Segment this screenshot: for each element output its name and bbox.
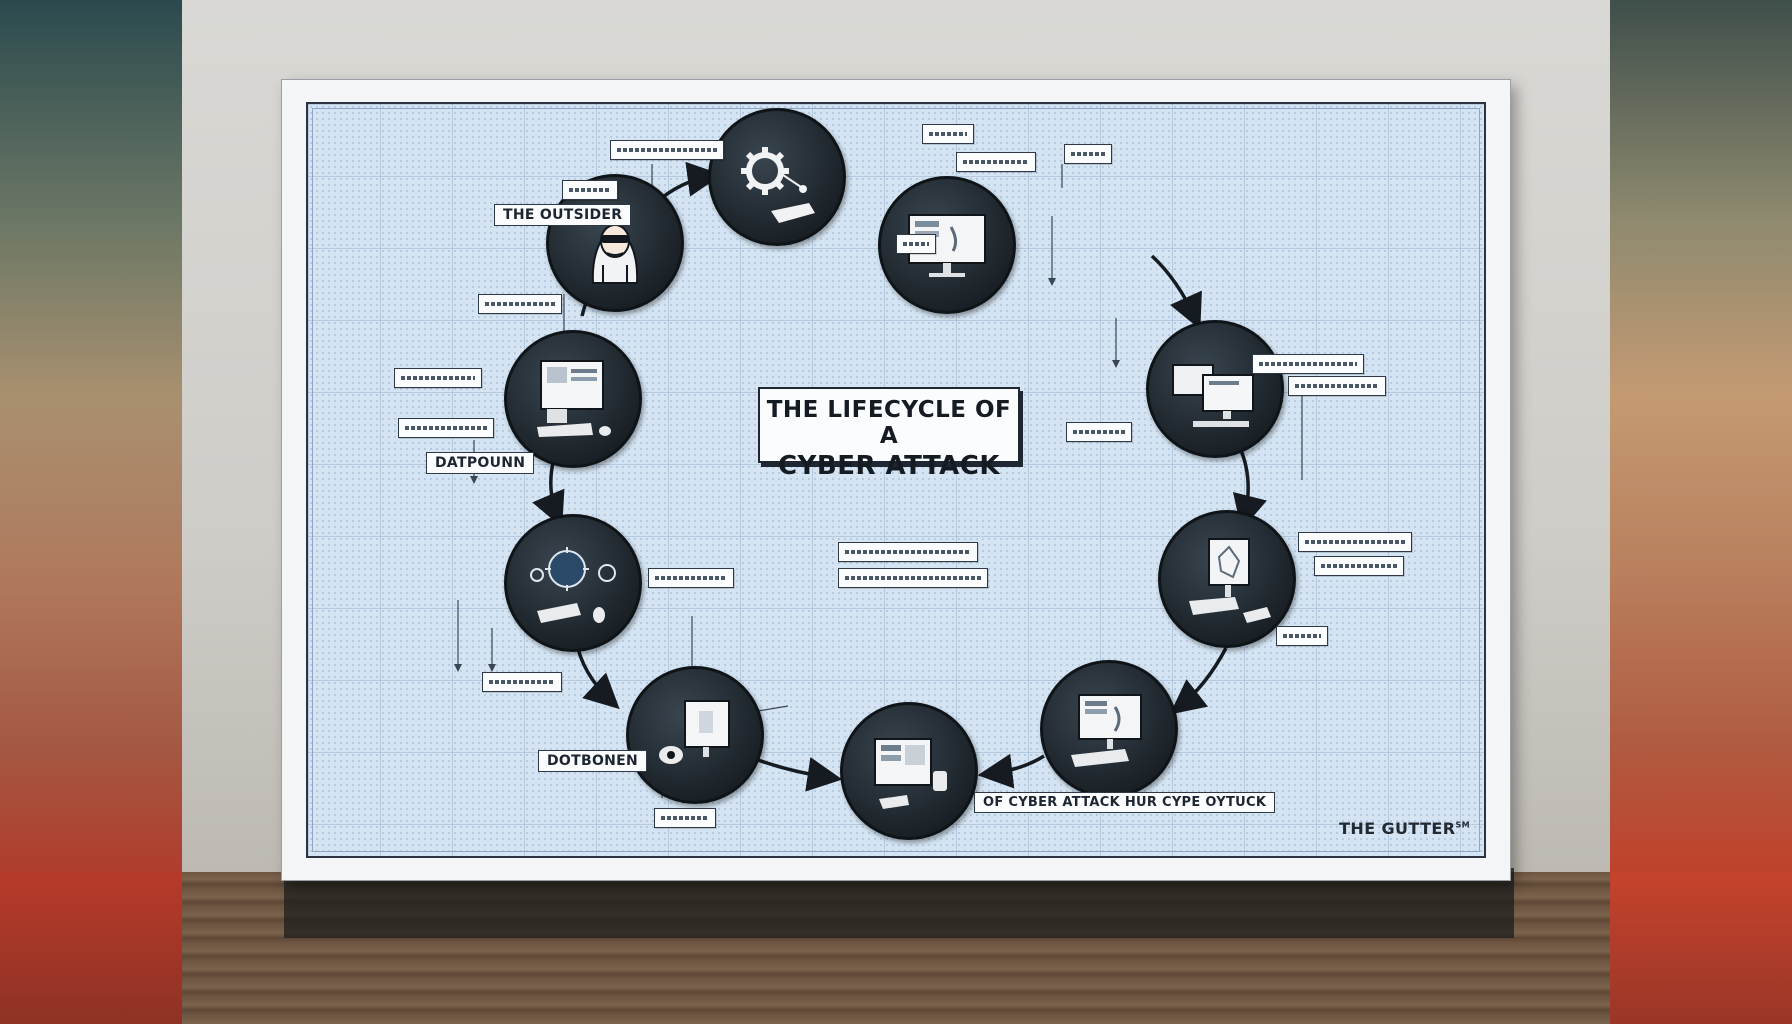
callout-box [922,124,974,144]
lower-left-label: DOTBONEN [538,750,648,772]
callout-box [394,368,482,388]
arrow-desktop-to-virus [532,457,565,528]
callout-box [838,568,988,588]
callout-box [482,672,562,692]
virus-node[interactable] [504,514,642,652]
outsider-label: THE OUTSIDER [494,204,632,226]
bottom-caption-label: OF CYBER ATTACK HUR CYPE OYTUCK [974,792,1276,813]
virus-icon [530,547,616,623]
callout-box [838,542,978,562]
arrow-workstation-to-bottom [977,753,1045,789]
shelf-left-blur [0,872,182,1024]
desktop-computer-icon [537,360,611,437]
callout-box [1066,422,1132,442]
title-line-1: THE LIFECYCLE OF A [766,397,1012,449]
arrow-monitor-to-dual [1150,254,1202,330]
callout-box [654,808,716,828]
callout-box [610,140,724,160]
callout-box [896,234,936,254]
workstation-bottom-right-node[interactable] [1040,660,1178,798]
callout-box [1276,626,1328,646]
gear-node[interactable] [708,108,846,246]
diagram-title: THE LIFECYCLE OF A CYBER ATTACK [758,387,1020,481]
gear-icon [741,147,815,223]
left-side-label: DATPOUNN [426,452,535,474]
workstation-bottom-node[interactable] [840,702,978,840]
hooded-hacker-icon [591,223,639,284]
arrow-infected-to-workstation [1169,647,1228,715]
left-background-blur [0,0,182,880]
callout-box [1288,376,1386,396]
callout-box [1314,556,1404,576]
title-line-2: CYBER ATTACK [777,451,1001,481]
dual-monitor-icon [1172,364,1254,427]
brand-mark: THE GUTTERSM [1339,819,1470,838]
workstation-icon [1071,694,1142,767]
callout-box [398,418,494,438]
callout-box [562,180,618,200]
callout-box [1252,354,1364,374]
callout-box [1064,144,1112,164]
shelf-right-blur [1610,872,1792,1024]
desktop-left-node[interactable] [504,330,642,468]
infected-computer-icon [1189,538,1271,623]
workstation-icon [874,738,947,809]
right-background-blur [1610,0,1792,880]
computer-camera-icon [659,700,730,764]
infected-pc-node[interactable] [1158,510,1296,648]
arrow-dual-to-infected [1232,447,1267,531]
poster-board: THE OUTSIDER DATPOUNN DOTBONEN OF CYBER … [282,80,1510,880]
brand-name: THE GUTTER [1339,819,1456,838]
service-mark: SM [1455,820,1470,830]
callout-box [1298,532,1412,552]
callout-box [478,294,562,314]
panel-inner-border [312,108,1480,852]
callout-box [956,152,1036,172]
callout-box [648,568,734,588]
arrow-webcam-to-bottom [757,757,843,792]
webcam-pc-node[interactable] [626,666,764,804]
dual-monitor-node[interactable] [1146,320,1284,458]
